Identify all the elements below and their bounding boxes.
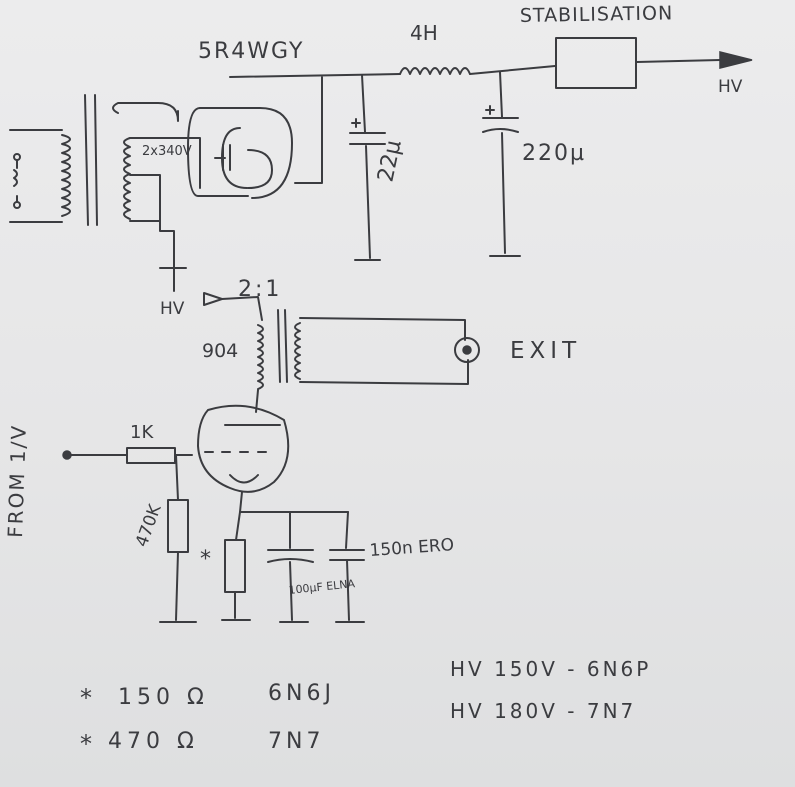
label-star: *	[200, 547, 211, 572]
note2-mark: *	[80, 730, 92, 758]
output-transformer-core	[277, 309, 288, 383]
resistor-1k	[126, 447, 193, 464]
label-winding: 2x340V	[142, 144, 192, 159]
cathode-rail	[239, 491, 349, 513]
label-cap2: 220µ	[522, 141, 586, 166]
output-transformer-primary	[257, 324, 264, 390]
output-jack	[454, 337, 480, 363]
hv-rail	[229, 73, 401, 184]
choke-4h	[399, 65, 556, 75]
mains-input	[13, 153, 21, 209]
note2-tube: 7N7	[268, 729, 324, 754]
hv-output-arrow	[636, 51, 753, 69]
label-r-leak: 470K	[132, 501, 166, 550]
label-rectifier: 5R4WGY	[198, 39, 304, 64]
rectifier-tube-5r4wgy	[187, 107, 293, 199]
label-primary: 904	[202, 340, 238, 362]
output-tube	[197, 404, 290, 493]
label-from: FROM 1/V	[3, 424, 31, 539]
note-hv-150: HV 150V - 6N6P	[450, 657, 651, 681]
stabilisation-block	[555, 37, 637, 89]
label-output: EXIT	[510, 338, 581, 364]
label-hv-out: HV	[718, 77, 743, 97]
capacitor-150n	[329, 511, 365, 623]
note2-value: 470 Ω	[108, 729, 199, 754]
label-ratio: 2:1	[238, 277, 282, 302]
output-transformer-secondary	[294, 317, 469, 385]
power-transformer-secondary	[112, 102, 201, 292]
note1-tube: 6N6J	[268, 681, 335, 706]
note1-value: 150 Ω	[118, 685, 209, 710]
note1-mark: *	[80, 684, 92, 712]
label-r-grid: 1K	[130, 422, 154, 443]
resistor-cathode	[221, 511, 251, 621]
label-choke: 4H	[410, 21, 438, 45]
label-hv-in: HV	[160, 299, 185, 319]
hv-input-arrow	[203, 292, 263, 321]
label-cap-cath: 100µF ELNA	[288, 577, 356, 597]
label-cap-ero: 150n ERO	[369, 535, 455, 561]
capacitor-22u	[349, 74, 386, 261]
capacitor-100uf	[267, 511, 314, 623]
note-hv-180: HV 180V - 7N7	[450, 699, 636, 723]
capacitor-220u	[482, 71, 521, 257]
power-transformer-core	[84, 94, 98, 226]
power-transformer-primary	[9, 129, 71, 223]
resistor-470k	[167, 454, 189, 621]
label-stabilisation: STABILISATION	[520, 2, 674, 27]
grid-input-node	[62, 450, 128, 460]
